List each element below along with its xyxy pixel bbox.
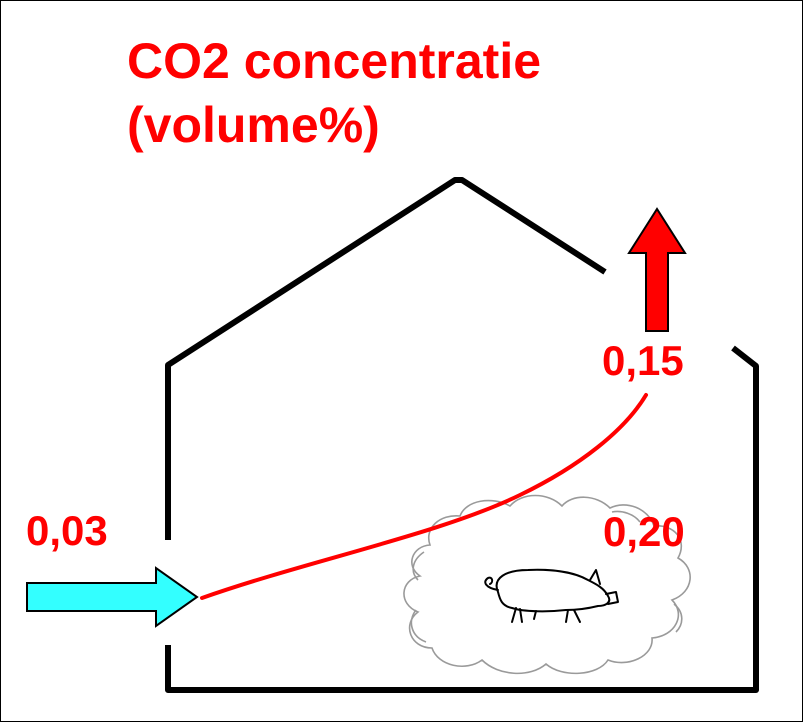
arrow-right-icon [26,566,199,628]
arrow-up-icon [627,207,687,332]
co2-concentration-curve [200,393,648,600]
cloud-inner-stroke [410,510,683,643]
pig-ear [589,569,601,585]
pig-tail [484,576,499,591]
cloud-icon [403,494,691,675]
barn-outline [165,177,759,693]
animal-zone-cloud [403,494,691,675]
inlet-concentration-label: 0,03 [26,507,108,554]
diagram-title-line-2: (volume%) [127,97,380,153]
barn-left-wall-upper [165,177,607,540]
pig-icon [484,568,619,623]
animal-zone-concentration-label: 0,20 [603,508,685,555]
pig-legs [511,607,581,623]
outlet-concentration-label: 0,15 [602,337,684,384]
diagram-title-line-1: CO2 concentratie [127,33,542,89]
pig-snout [605,591,619,605]
barn-right-wall [165,345,759,693]
